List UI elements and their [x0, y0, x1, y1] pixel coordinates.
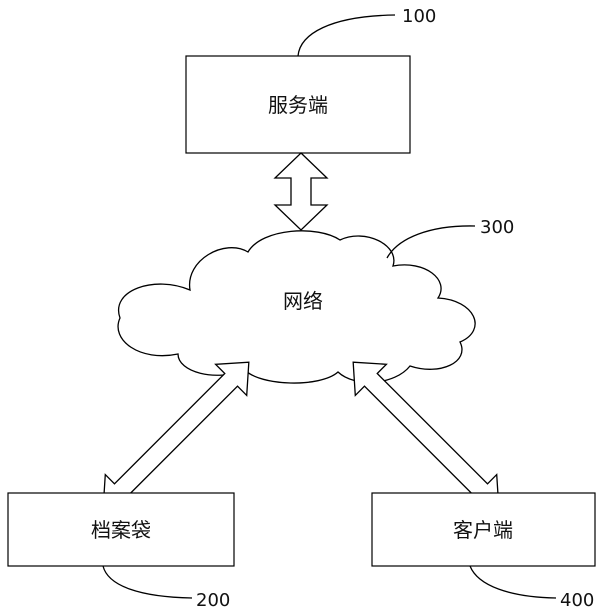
archive-bag-ref-leader: [103, 566, 192, 598]
network-node: 网络: [118, 231, 475, 383]
network-ref-label: 300: [480, 217, 514, 238]
server-ref-label: 100: [402, 6, 436, 27]
archive-bag-node: 档案袋: [8, 493, 234, 566]
archive-bag-label: 档案袋: [91, 518, 151, 542]
client-ref-leader: [470, 566, 556, 598]
server-label: 服务端: [268, 93, 328, 117]
client-ref-label: 400: [560, 590, 594, 611]
client-node: 客户端: [372, 493, 595, 566]
server-node: 服务端: [186, 56, 410, 153]
archive-bag-ref-label: 200: [196, 590, 230, 611]
network-ref-leader: [387, 226, 475, 258]
server-ref-leader: [298, 15, 395, 56]
server-network-arrow: [275, 153, 327, 230]
client-label: 客户端: [453, 518, 513, 542]
network-label: 网络: [283, 289, 323, 313]
